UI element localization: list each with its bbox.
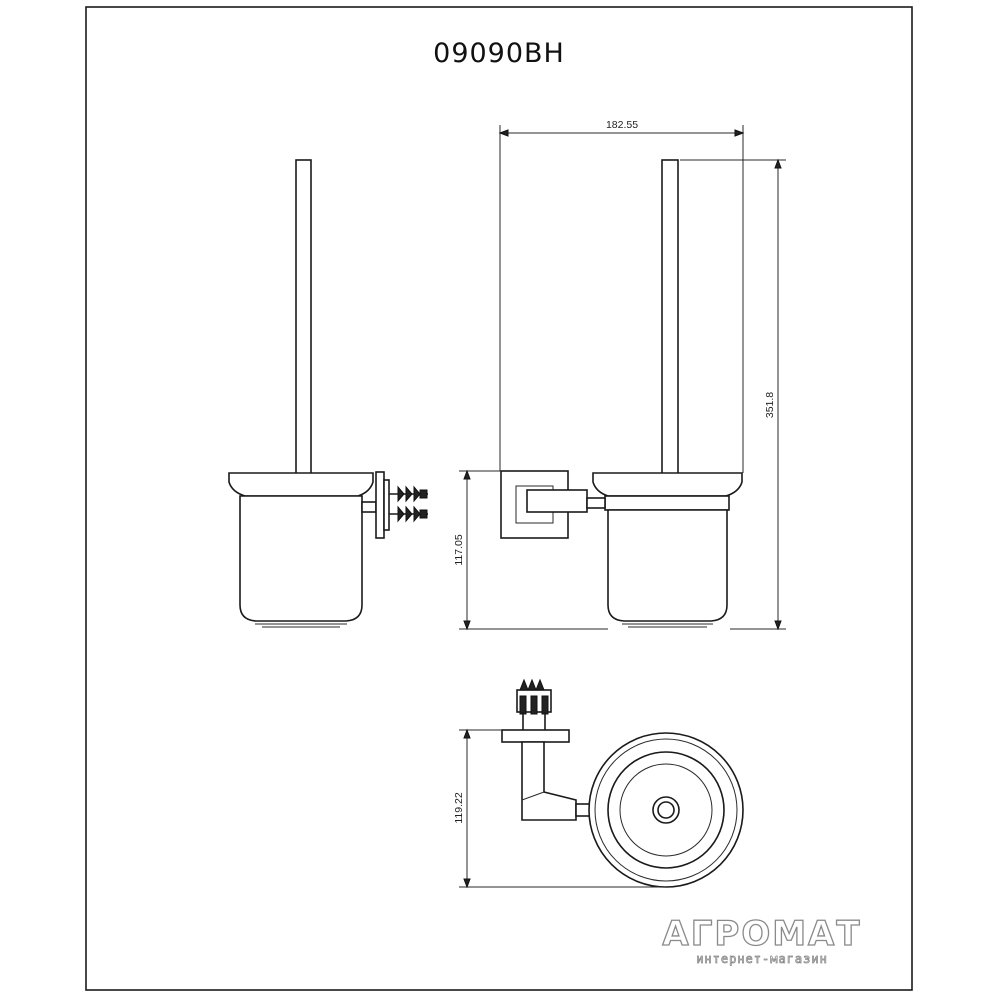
- wall-anchors: [516, 678, 552, 730]
- dimension-height-label: 351.8: [764, 392, 776, 418]
- watermark-brand: АГРОМАТ: [662, 914, 861, 954]
- drawing-frame: [85, 6, 913, 991]
- brush-handle: [661, 159, 679, 477]
- front-view: 182.55 351.8 117.05: [453, 119, 786, 631]
- dimension-cup-height: 117.05: [453, 469, 608, 631]
- wall-plate: [375, 471, 385, 539]
- wall-arm: [521, 741, 577, 821]
- wall-arm: [526, 489, 588, 513]
- model-code: 09090BH: [433, 38, 565, 69]
- wall-anchor-top: [389, 485, 428, 503]
- watermark-logo: АГРОМАТ интернет-магазин: [662, 913, 861, 966]
- handle-top: [652, 796, 680, 824]
- watermark-subtitle: интернет-магазин: [696, 952, 828, 966]
- brush-handle: [295, 159, 312, 484]
- dimension-width: 182.55: [498, 119, 745, 473]
- holder-outer-ring: [588, 732, 744, 888]
- dimension-depth-label: 119.22: [453, 792, 465, 823]
- wall-plate: [501, 729, 570, 743]
- top-view: 119.22: [453, 678, 744, 889]
- dimension-height: 351.8: [680, 158, 786, 631]
- dimension-cup-height-label: 117.05: [453, 534, 465, 565]
- holder-cup: [239, 495, 363, 622]
- holder-rim: [592, 472, 743, 497]
- dimension-width-label: 182.55: [606, 119, 638, 131]
- wall-arm: [361, 501, 377, 513]
- holder-cup: [607, 509, 728, 622]
- side-view: [228, 159, 428, 628]
- holder-rim: [228, 472, 374, 497]
- wall-anchor-bottom: [389, 505, 428, 523]
- dimension-depth: 119.22: [453, 728, 666, 889]
